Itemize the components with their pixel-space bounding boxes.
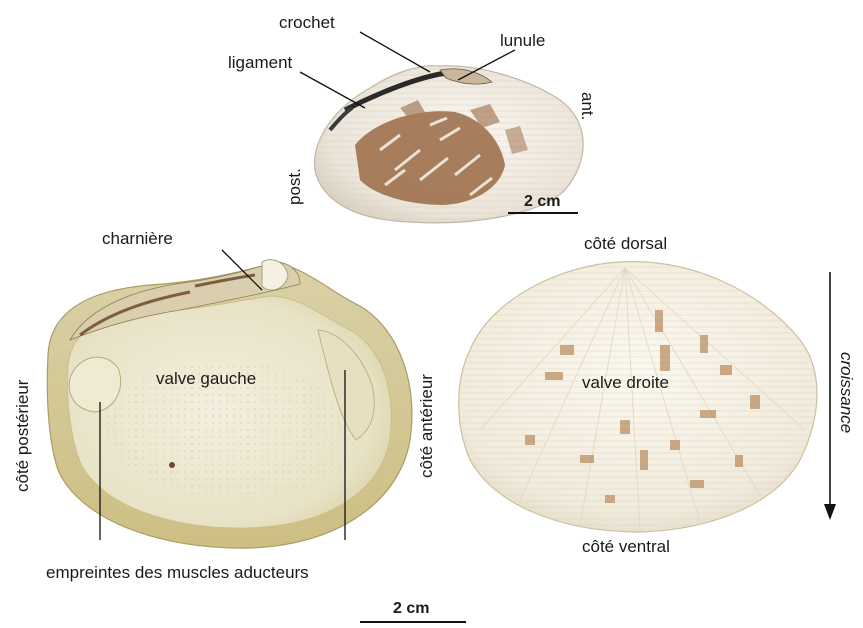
label-lunule: lunule (500, 31, 545, 50)
label-anterior-short: ant. (578, 92, 597, 120)
bottom-scale-bar: 2 cm (360, 600, 466, 622)
label-crochet: crochet (279, 13, 335, 32)
label-posterior-short: post. (285, 168, 304, 205)
label-croissance: croissance (837, 352, 856, 433)
label-ligament: ligament (228, 53, 293, 72)
top-scale-label: 2 cm (524, 193, 560, 210)
label-cote-dorsal: côté dorsal (584, 234, 667, 253)
label-cote-posterieur: côté postérieur (13, 379, 32, 492)
left-valve-spot (169, 462, 175, 468)
bottom-scale-label: 2 cm (393, 600, 429, 617)
label-charniere: charnière (102, 229, 173, 248)
label-muscles-aducteurs: empreintes des muscles aducteurs (46, 563, 309, 582)
growth-arrow (824, 272, 836, 520)
left-valve (47, 260, 412, 548)
label-cote-anterieur: côté antérieur (417, 374, 436, 478)
label-valve-gauche: valve gauche (156, 369, 256, 388)
growth-arrow-head (824, 504, 836, 520)
label-cote-ventral: côté ventral (582, 537, 670, 556)
label-valve-droite: valve droite (582, 373, 669, 392)
right-valve (459, 262, 817, 532)
